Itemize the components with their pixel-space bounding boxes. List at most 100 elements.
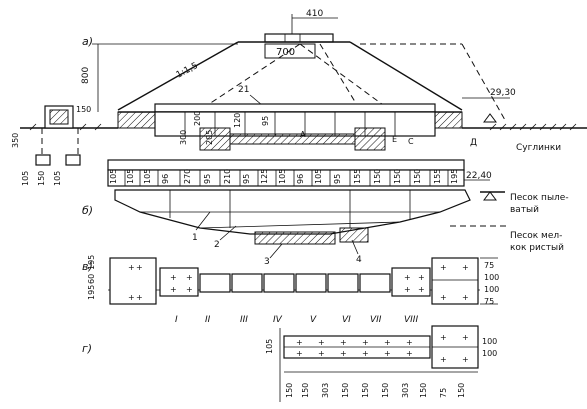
- plan-g-bottom-3: 303: [321, 383, 330, 398]
- mark-d: Д: [470, 138, 477, 148]
- plan-g-bottom-9: 75: [439, 388, 448, 398]
- plan-v-right-3: 100: [484, 285, 499, 294]
- roman-4: IV: [273, 315, 283, 325]
- sec-dim-1: 200: [193, 111, 202, 126]
- panel-b-section: б) 105 105 105: [82, 159, 569, 267]
- plan-g-bottom-8: 150: [419, 383, 428, 398]
- svg-text:+: +: [136, 263, 143, 272]
- callout-4: 4: [356, 255, 362, 265]
- bottom-dim-3: 105: [143, 169, 152, 184]
- svg-text:+: +: [404, 285, 411, 294]
- svg-text:+: +: [418, 285, 425, 294]
- plan-v-right-4: 75: [484, 297, 494, 306]
- roman-8: VIII: [404, 315, 418, 325]
- bottom-dim-8: 95: [242, 174, 251, 184]
- svg-text:+: +: [418, 273, 425, 282]
- dim-700: 700: [276, 47, 295, 58]
- sec-dim-2: 300: [179, 130, 188, 145]
- bottom-dim-2: 105: [126, 169, 135, 184]
- plan-v-right-2: 100: [484, 273, 499, 282]
- bottom-dim-15: 150: [373, 169, 382, 184]
- dim-800: 800: [81, 67, 91, 84]
- svg-text:+: +: [384, 349, 391, 358]
- svg-text:+: +: [170, 273, 177, 282]
- sec-dim-3: 205: [205, 130, 214, 145]
- svg-text:+: +: [462, 333, 469, 342]
- soil-sand-fine-1: Песок мел-: [510, 231, 562, 241]
- roman-5: V: [310, 315, 317, 325]
- dim-21: 21: [238, 85, 249, 95]
- soil-sand-fine-2: кок ристый: [510, 243, 564, 253]
- bottom-dim-19: 195: [450, 169, 459, 184]
- roman-1: I: [175, 315, 178, 325]
- left-dim-3: 105: [53, 171, 62, 186]
- plan-v-left-3: 195: [87, 255, 96, 270]
- sec-dim-4: 120: [233, 113, 242, 128]
- svg-text:+: +: [318, 338, 325, 347]
- svg-text:+: +: [340, 349, 347, 358]
- roman-2: II: [205, 315, 211, 325]
- svg-text:+: +: [318, 349, 325, 358]
- panel-g-plan: г) 105 +++ +++ +++ +++ ++ ++ 100 100 150…: [82, 325, 497, 402]
- svg-text:+: +: [128, 293, 135, 302]
- mark-e: Е: [392, 135, 397, 144]
- svg-text:+: +: [362, 338, 369, 347]
- svg-text:+: +: [136, 293, 143, 302]
- plan-v-left-1: 195: [87, 285, 96, 300]
- svg-text:+: +: [186, 285, 193, 294]
- bottom-dim-4: 96: [161, 174, 170, 184]
- bottom-dim-6: 95: [203, 174, 212, 184]
- svg-text:+: +: [462, 293, 469, 302]
- level-2930: 29,30: [490, 88, 516, 98]
- bottom-dim-18: 155: [433, 169, 442, 184]
- panel-v-plan: в) 195 60 195 + + + + ++ ++ ++ ++ ++ ++: [82, 255, 499, 325]
- panel-a-label: а): [82, 35, 93, 48]
- bottom-dim-5: 270: [183, 169, 192, 184]
- plan-g-bottom-6: 150: [381, 383, 390, 398]
- svg-text:+: +: [296, 338, 303, 347]
- plan-g-left-1: 105: [265, 339, 274, 354]
- panel-a-elevation: а) 410 700 800 1:1,5 21: [11, 9, 587, 186]
- svg-text:+: +: [406, 349, 413, 358]
- bottom-dim-12: 105: [314, 169, 323, 184]
- left-dim-1: 105: [21, 171, 30, 186]
- callout-3: 3: [264, 257, 270, 267]
- dim-150-left: 150: [76, 105, 91, 114]
- dim-350: 350: [11, 133, 20, 148]
- svg-text:+: +: [296, 349, 303, 358]
- svg-text:+: +: [462, 263, 469, 272]
- bottom-dim-1: 105: [109, 169, 118, 184]
- plan-g-bottom-10: 150: [457, 383, 466, 398]
- plan-g-right-2: 100: [482, 349, 497, 358]
- plan-v-left-2: 60: [87, 274, 96, 284]
- svg-text:+: +: [462, 355, 469, 364]
- bottom-dim-16: 150: [393, 169, 402, 184]
- mark-a: А: [300, 130, 306, 139]
- panel-g-label: г): [82, 342, 92, 355]
- soil-loam-label: Суглинки: [516, 143, 561, 153]
- plan-g-bottom-5: 150: [361, 383, 370, 398]
- bottom-dim-13: 95: [333, 174, 342, 184]
- soil-sand-dusty-1: Песок пыле-: [510, 193, 569, 203]
- svg-text:+: +: [384, 338, 391, 347]
- svg-text:+: +: [362, 349, 369, 358]
- bottom-dim-9: 125: [260, 169, 269, 184]
- bottom-dim-10: 105: [278, 169, 287, 184]
- roman-6: VI: [342, 315, 351, 325]
- plan-g-bottom-2: 150: [301, 383, 310, 398]
- bottom-dim-11: 96: [296, 174, 305, 184]
- roman-7: VII: [370, 315, 382, 325]
- bottom-dim-7: 210: [223, 169, 232, 184]
- svg-text:+: +: [404, 273, 411, 282]
- left-dim-2: 150: [37, 171, 46, 186]
- soil-sand-dusty-2: ватый: [510, 205, 539, 215]
- svg-text:+: +: [170, 285, 177, 294]
- dim-410: 410: [306, 9, 323, 19]
- svg-text:+: +: [340, 338, 347, 347]
- panel-b-label: б): [82, 204, 93, 217]
- roman-3: III: [240, 315, 248, 325]
- svg-text:+: +: [440, 333, 447, 342]
- svg-text:+: +: [128, 263, 135, 272]
- plan-g-bottom-1: 150: [285, 383, 294, 398]
